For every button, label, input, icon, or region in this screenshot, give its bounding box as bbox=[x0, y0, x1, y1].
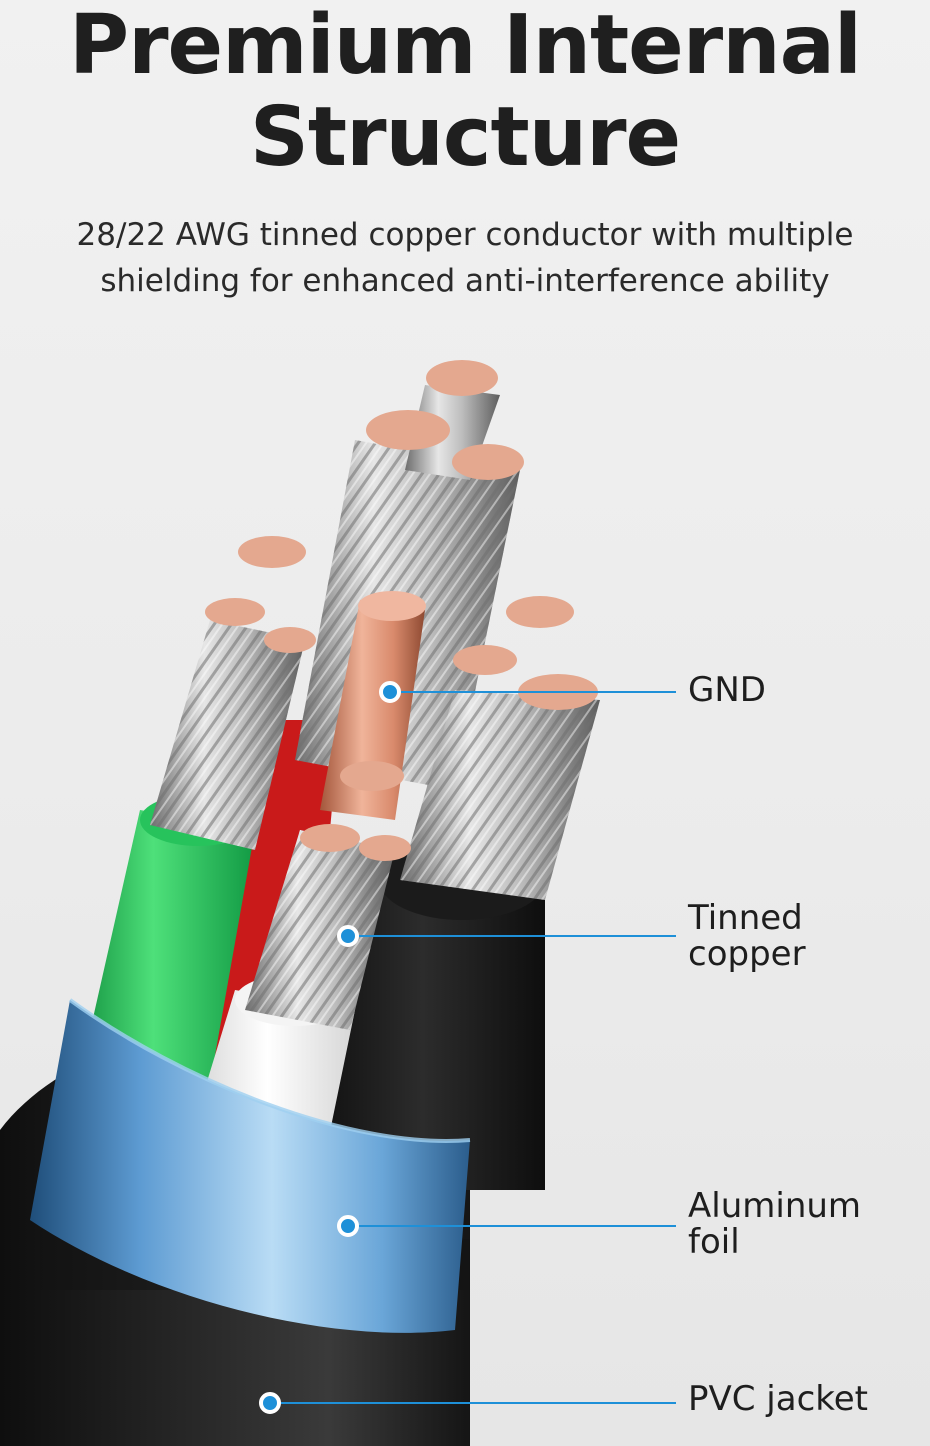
callout-gnd-dot bbox=[379, 681, 401, 703]
subtitle-line-1: 28/22 AWG tinned copper conductor with m… bbox=[76, 217, 854, 253]
aluminum-foil-band bbox=[30, 998, 471, 1333]
subtitle-line-2: shielding for enhanced anti-interference… bbox=[100, 263, 830, 299]
callout-tinned-line-1: Tinned bbox=[688, 898, 803, 938]
callout-gnd-leader bbox=[379, 681, 676, 703]
callout-gnd-label: GND bbox=[688, 672, 766, 708]
callout-tinned-line-2: copper bbox=[688, 934, 806, 974]
callout-jacket-label: PVC jacket bbox=[688, 1381, 868, 1417]
page-subtitle: 28/22 AWG tinned copper conductor with m… bbox=[0, 212, 930, 304]
page-title: Premium Internal Structure bbox=[0, 0, 930, 184]
callout-jacket-dot bbox=[259, 1392, 281, 1414]
callout-foil-leader bbox=[337, 1215, 676, 1237]
callout-tinned-label: Tinned copper bbox=[688, 900, 806, 972]
callout-foil-line-1: Aluminum bbox=[688, 1186, 862, 1226]
title-line-2: Structure bbox=[249, 90, 681, 185]
conductor-copper-gnd bbox=[320, 591, 426, 820]
callout-tinned-leader bbox=[337, 925, 676, 947]
callout-jacket-line-1: PVC jacket bbox=[688, 1379, 869, 1419]
callout-gnd-line-1: GND bbox=[688, 670, 766, 710]
callout-foil-dot bbox=[337, 1215, 359, 1237]
conductor-front-tinned bbox=[245, 761, 411, 1030]
callout-jacket-leader bbox=[259, 1392, 676, 1414]
title-line-1: Premium Internal bbox=[68, 0, 862, 93]
callout-tinned-dot bbox=[337, 925, 359, 947]
conductor-left bbox=[150, 536, 316, 850]
callout-foil-line-2: foil bbox=[688, 1222, 740, 1262]
callout-foil-label: Aluminum foil bbox=[688, 1188, 861, 1260]
